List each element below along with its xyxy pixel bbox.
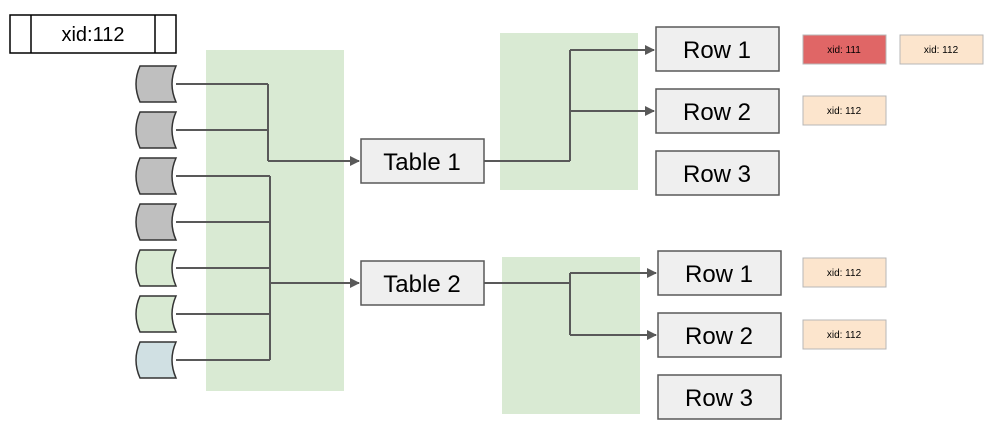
table1-row-3-node: Row 3	[655, 150, 780, 196]
table-2-label: Table 2	[383, 271, 460, 298]
version-tag-label: xid: 112	[827, 268, 862, 279]
version-tag-table1-row2: xid: 112	[802, 95, 887, 126]
version-tag-table1-row1-new: xid: 112	[899, 34, 984, 65]
storage-file-3	[135, 157, 178, 195]
storage-file-5-body	[135, 249, 178, 287]
region-files	[206, 50, 344, 391]
connectors-files-to-table1	[176, 83, 360, 166]
storage-file-4	[135, 203, 178, 241]
storage-file-2-body	[135, 111, 178, 149]
storage-file-2	[135, 111, 178, 149]
connectors-files-to-table2	[176, 175, 360, 361]
connectors-table2-to-rows	[484, 268, 657, 340]
table1-row-2-node: Row 2	[655, 88, 780, 134]
table2-row-2-node: Row 2	[657, 312, 782, 358]
table-1-node: Table 1	[360, 138, 485, 184]
version-tag-table1-row1-old: xid: 111	[802, 34, 887, 65]
version-tag-label: xid: 111	[827, 45, 861, 56]
table1-row-3-label: Row 3	[683, 161, 751, 188]
table1-row-1-label: Row 1	[683, 37, 751, 64]
storage-file-1-body	[135, 65, 178, 103]
table1-row-2-label: Row 2	[683, 99, 751, 126]
storage-file-1	[135, 65, 178, 103]
version-tag-table2-row2: xid: 112	[802, 319, 887, 350]
table-1-label: Table 1	[383, 149, 460, 176]
storage-file-5	[135, 249, 178, 287]
table2-row-3-node: Row 3	[657, 374, 782, 420]
header-xid-label: xid:112	[61, 24, 124, 46]
storage-file-6-body	[135, 295, 178, 333]
version-tag-table2-row1: xid: 112	[802, 257, 887, 288]
storage-file-7	[135, 341, 178, 379]
storage-file-7-body	[135, 341, 178, 379]
table2-row-1-node: Row 1	[657, 250, 782, 296]
header-xid-box: xid:112	[9, 14, 177, 54]
version-tag-label: xid: 112	[827, 106, 862, 117]
storage-file-6	[135, 295, 178, 333]
connectors-table1-to-rows	[484, 45, 655, 162]
table-2-node: Table 2	[360, 260, 485, 306]
version-tag-label: xid: 112	[827, 330, 862, 341]
storage-file-3-body	[135, 157, 178, 195]
table2-row-2-label: Row 2	[685, 323, 753, 350]
table2-row-3-label: Row 3	[685, 385, 753, 412]
storage-file-4-body	[135, 203, 178, 241]
table2-row-1-label: Row 1	[685, 261, 753, 288]
version-tag-label: xid: 112	[924, 45, 959, 56]
table1-row-1-node: Row 1	[655, 26, 780, 72]
